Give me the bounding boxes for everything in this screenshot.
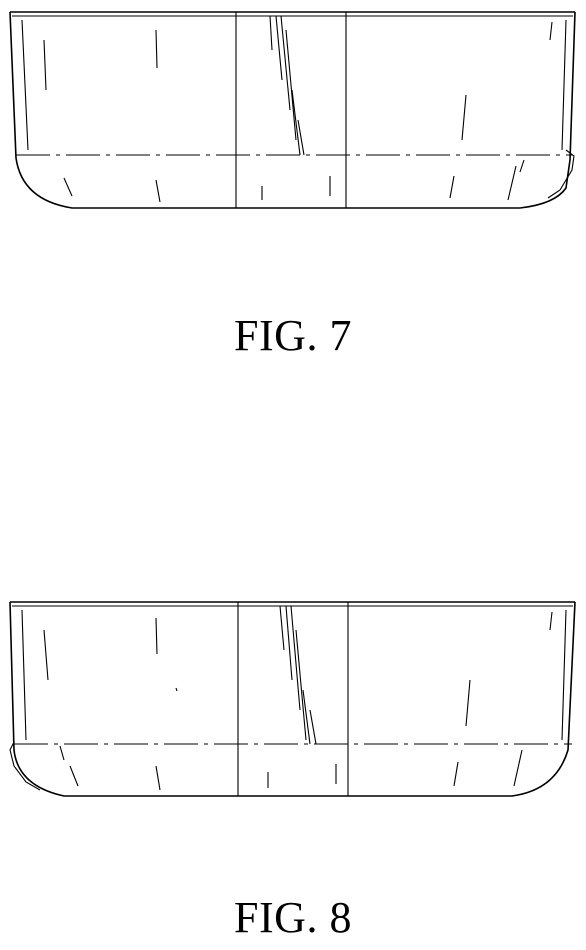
bowl-side-view-drawing [0, 0, 586, 220]
surface-shading [44, 16, 552, 202]
bowl-outline [10, 12, 575, 208]
figure-7: FIG. 7 [0, 0, 586, 360]
bowl-outline [10, 602, 575, 796]
figure-caption: FIG. 8 [0, 896, 586, 940]
side-wall-right [562, 20, 566, 150]
figure-caption: FIG. 7 [0, 314, 586, 358]
side-wall-right [562, 610, 566, 740]
side-wall-left [22, 610, 26, 740]
surface-shading [44, 606, 552, 790]
bowl-side-view-drawing [0, 590, 586, 810]
figure-8: FIG. 8 [0, 590, 586, 950]
side-wall-left [22, 20, 28, 150]
